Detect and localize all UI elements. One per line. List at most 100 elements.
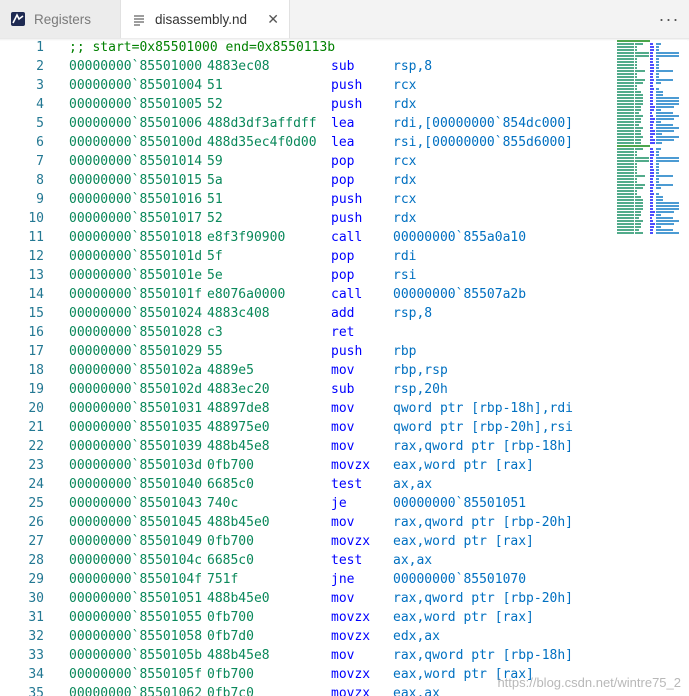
minimap-mark bbox=[650, 196, 653, 198]
minimap-mark bbox=[617, 94, 634, 96]
minimap-mark bbox=[635, 163, 637, 165]
close-icon[interactable]: ✕ bbox=[267, 11, 279, 27]
minimap-mark bbox=[650, 61, 653, 63]
minimap-mark bbox=[617, 211, 634, 213]
minimap-mark bbox=[650, 106, 655, 108]
operands: 00000000`855a0a10 bbox=[393, 230, 527, 245]
minimap-mark bbox=[650, 232, 653, 234]
minimap-mark bbox=[656, 172, 659, 174]
minimap-mark bbox=[650, 118, 655, 120]
minimap-mark bbox=[635, 142, 641, 144]
minimap-mark bbox=[656, 55, 679, 57]
minimap-mark bbox=[656, 91, 663, 93]
minimap-mark bbox=[656, 166, 659, 168]
minimap-mark bbox=[656, 208, 679, 210]
minimap-mark bbox=[650, 43, 653, 45]
more-actions-icon[interactable]: ··· bbox=[658, 8, 680, 29]
address: 00000000`85501040 bbox=[69, 477, 203, 492]
comment-text: ;; start=0x85501000 end=0x8550113b bbox=[69, 40, 336, 55]
tab-registers-label: Registers bbox=[34, 11, 92, 27]
opcode-bytes: 0fb7d0 bbox=[207, 629, 254, 644]
minimap-mark bbox=[617, 127, 634, 129]
minimap-mark bbox=[650, 190, 653, 192]
opcode-bytes: 488b45e8 bbox=[207, 648, 270, 663]
minimap-mark bbox=[650, 97, 653, 99]
tab-disassembly[interactable]: disassembly.nd ✕ bbox=[121, 0, 290, 39]
minimap-mark bbox=[656, 157, 679, 159]
minimap[interactable] bbox=[617, 40, 687, 240]
address: 00000000`85501000 bbox=[69, 59, 203, 74]
line-number: 16 bbox=[28, 325, 44, 340]
minimap-mark bbox=[617, 121, 634, 123]
code-line[interactable]: 1;; start=0x85501000 end=0x8550113b bbox=[0, 38, 689, 57]
minimap-mark bbox=[617, 157, 634, 159]
mnemonic: mov bbox=[331, 420, 355, 435]
operands: rdx bbox=[393, 211, 417, 226]
address: 00000000`85501006 bbox=[69, 116, 203, 131]
minimap-mark bbox=[617, 118, 634, 120]
tab-registers[interactable]: Registers bbox=[0, 0, 121, 38]
minimap-mark bbox=[656, 79, 673, 81]
minimap-mark bbox=[617, 79, 634, 81]
minimap-mark bbox=[635, 229, 639, 231]
minimap-mark bbox=[650, 88, 654, 90]
minimap-mark bbox=[617, 172, 634, 174]
opcode-bytes: c3 bbox=[207, 325, 223, 340]
line-number: 21 bbox=[28, 420, 44, 435]
line-number: 4 bbox=[36, 97, 44, 112]
minimap-mark bbox=[617, 40, 650, 42]
minimap-mark bbox=[635, 217, 639, 219]
mnemonic: movzx bbox=[331, 686, 371, 696]
address: 00000000`85501014 bbox=[69, 154, 203, 169]
minimap-mark bbox=[617, 148, 634, 150]
address: 00000000`85501015 bbox=[69, 173, 203, 188]
opcode-bytes: 4883ec08 bbox=[207, 59, 270, 74]
mnemonic: pop bbox=[331, 268, 355, 283]
minimap-mark bbox=[635, 115, 643, 117]
minimap-mark bbox=[650, 76, 653, 78]
minimap-mark bbox=[617, 58, 634, 60]
tab-bar: Registers disassembly.nd ✕ ··· bbox=[0, 0, 689, 39]
registers-icon bbox=[10, 11, 26, 27]
minimap-mark bbox=[635, 193, 637, 195]
minimap-mark bbox=[656, 196, 663, 198]
line-number: 34 bbox=[28, 667, 44, 682]
minimap-mark bbox=[650, 202, 653, 204]
operands: rdx bbox=[393, 97, 417, 112]
